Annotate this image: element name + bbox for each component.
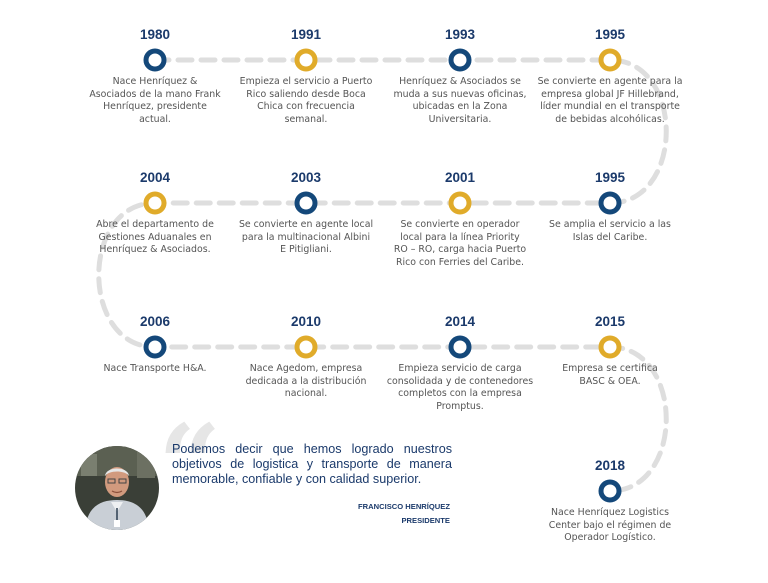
timeline-description-line: de bebidas alcohólicas.: [555, 113, 665, 125]
timeline-description: Nace Transporte H&A.: [80, 363, 230, 376]
timeline-marker-icon: [294, 191, 318, 215]
timeline-description-line: Henríquez, presidente: [103, 101, 207, 113]
timeline-description-line: empresa global JF Hillebrand,: [541, 88, 679, 100]
timeline-description-line: Nace Transporte H&A.: [103, 363, 207, 374]
timeline-year: 1991: [290, 27, 322, 42]
timeline-marker-icon: [294, 48, 318, 72]
timeline-description-line: Nace Agedom, empresa: [249, 363, 363, 374]
timeline-dashed-line: [96, 57, 669, 494]
timeline-description-line: Nace Henríquez &: [112, 76, 198, 87]
timeline-markers: [143, 48, 622, 503]
timeline-description-line: RO – RO, carga hacia Puerto: [393, 244, 527, 256]
timeline-year: 2006: [139, 314, 171, 329]
person-photo-icon: [75, 446, 159, 530]
timeline-marker-icon: [598, 48, 622, 72]
timeline-description-line: Se convierte en agente local: [238, 219, 374, 230]
timeline-description-line: líder mundial en el transporte: [540, 101, 680, 113]
timeline-description-line: Abre el departamento de: [96, 219, 214, 230]
timeline-description-line: Se amplia el servicio a las: [549, 219, 671, 230]
timeline-description-line: local para la línea Priority: [400, 231, 520, 243]
timeline-description-line: Empieza el servicio a Puerto: [239, 76, 373, 87]
quote-role: PRESIDENTE: [401, 516, 450, 525]
timeline-marker-icon: [294, 335, 318, 359]
timeline-marker-icon: [448, 191, 472, 215]
timeline-description-line: para la multinacional Albini: [241, 231, 371, 243]
timeline-description-line: Islas del Caribe.: [572, 231, 648, 243]
timeline-description-line: Chica con frecuencia: [257, 101, 355, 113]
timeline-description-line: Henríquez & Asociados se: [399, 76, 521, 87]
timeline-description: Nace Henríquez &Asociados de la mano Fra…: [80, 76, 230, 126]
quote-mark: “: [158, 400, 222, 529]
timeline-description-line: Operador Logístico.: [564, 532, 656, 544]
timeline-description-line: consolidada y de contenedores: [386, 375, 534, 387]
timeline-description-line: Henríquez & Asociados.: [99, 244, 211, 256]
timeline-description-line: ubicadas en la Zona: [412, 101, 508, 113]
timeline-year: 1995: [594, 170, 626, 185]
timeline-year: 2010: [290, 314, 322, 329]
timeline-year: 2018: [594, 458, 626, 473]
timeline-description-line: nacional.: [284, 388, 328, 400]
timeline-year: 1993: [444, 27, 476, 42]
timeline-year: 2003: [290, 170, 322, 185]
timeline-description-line: Rico saliendo desde Boca: [246, 88, 366, 100]
timeline-description-line: Center bajo el régimen de: [548, 519, 672, 531]
timeline-year: 2014: [444, 314, 476, 329]
president-quote: Podemos decir que hemos logrado nuestros…: [172, 442, 452, 487]
timeline-marker-icon: [143, 191, 167, 215]
timeline-description-line: Gestiones Aduanales en: [98, 231, 212, 243]
timeline-description-line: Rico con Ferries del Caribe.: [396, 256, 524, 268]
timeline-description-line: Universitaria.: [428, 113, 492, 125]
timeline-description-line: Nace Henríquez Logistics: [551, 507, 669, 518]
timeline-year: 2001: [444, 170, 476, 185]
timeline-description-line: Empieza servicio de carga: [398, 363, 522, 374]
timeline-year: 2004: [139, 170, 171, 185]
timeline-description-line: E Pitigliani.: [280, 244, 332, 256]
timeline-description-line: Empresa se certifica: [562, 363, 658, 374]
timeline-description-line: semanal.: [284, 113, 328, 125]
timeline-year: 1995: [594, 27, 626, 42]
timeline-marker-icon: [448, 48, 472, 72]
timeline-description-line: muda a sus nuevas oficinas,: [393, 88, 527, 100]
timeline-description-line: Se convierte en agente para la: [537, 76, 683, 87]
timeline-year: 1980: [139, 27, 171, 42]
timeline-marker-icon: [598, 479, 622, 503]
timeline-year: 2015: [594, 314, 626, 329]
timeline-description-line: BASC & OEA.: [579, 375, 641, 387]
timeline-marker-icon: [448, 335, 472, 359]
timeline-description-line: Promptus.: [436, 400, 484, 412]
timeline-description-line: Asociados de la mano Frank: [89, 88, 221, 100]
timeline-marker-icon: [143, 335, 167, 359]
quote-author: FRANCISCO HENRÍQUEZ: [358, 502, 450, 511]
timeline-description-line: dedicada a la distribución: [245, 375, 367, 387]
timeline-marker-icon: [598, 191, 622, 215]
timeline-description-line: actual.: [139, 113, 171, 125]
timeline-description-line: completos con la empresa: [398, 388, 522, 400]
timeline-marker-icon: [143, 48, 167, 72]
timeline-marker-icon: [598, 335, 622, 359]
timeline-description-line: Se convierte en operador: [400, 219, 520, 230]
president-avatar: [75, 446, 159, 530]
